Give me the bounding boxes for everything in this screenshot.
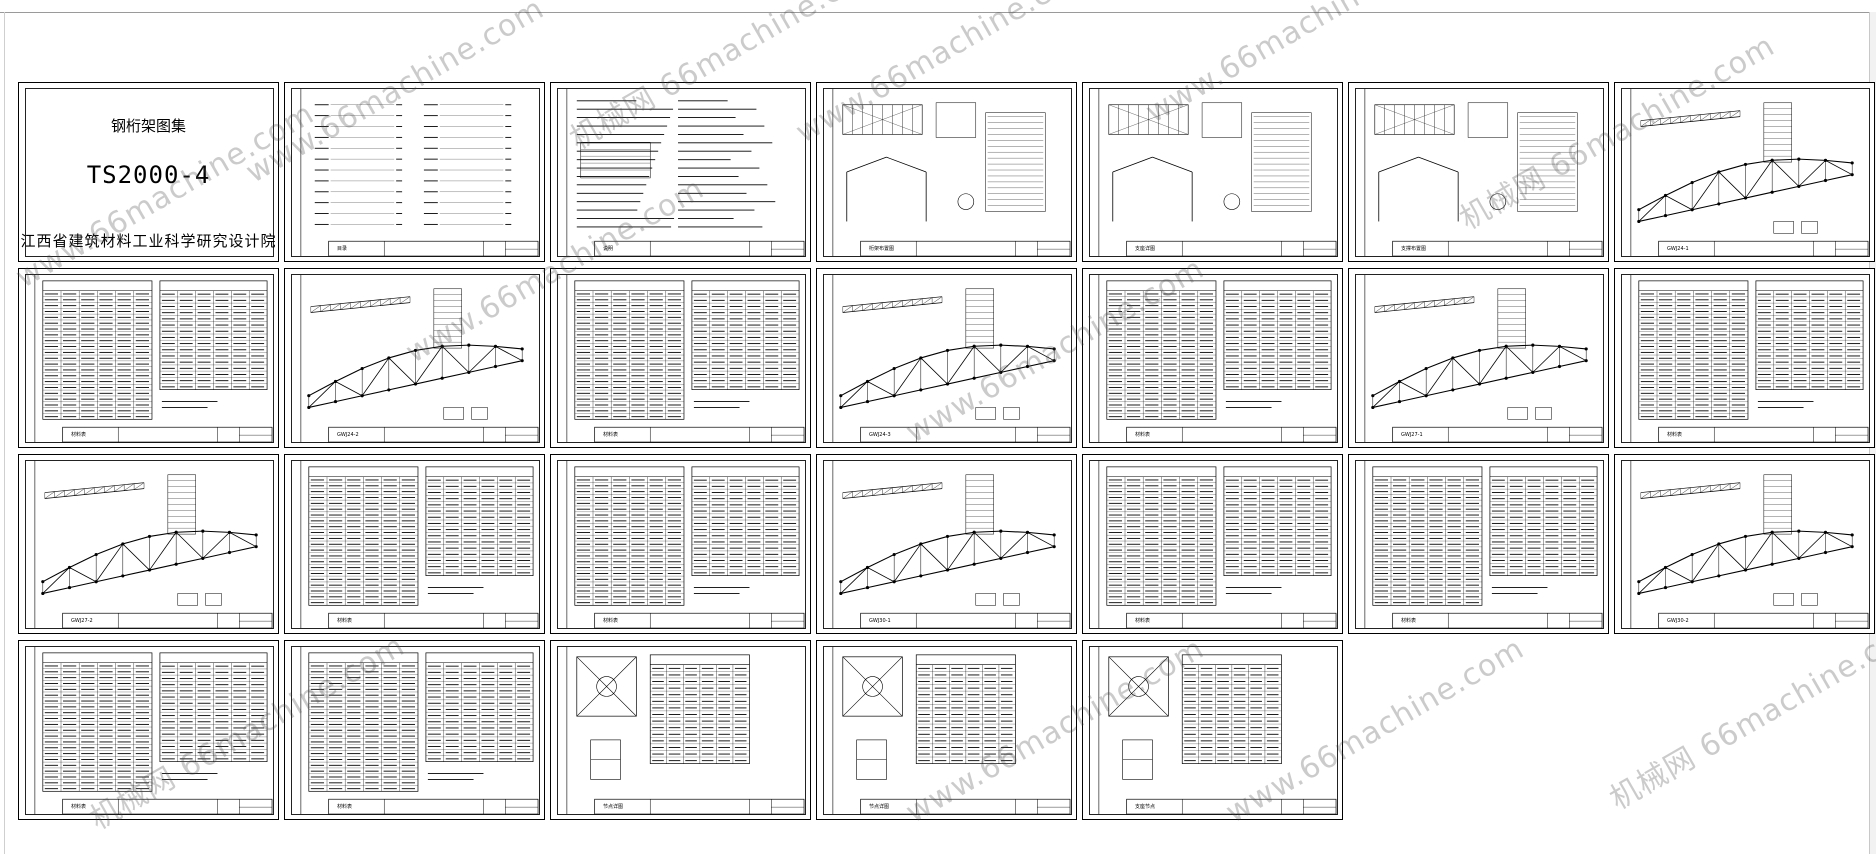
drawing-sheet-21[interactable]: GWJ30-2 [1614, 454, 1875, 634]
sheet-title: 材料表 [603, 618, 619, 624]
sheet-title: 桁架布置图 [869, 246, 895, 252]
sheet-drawing [832, 460, 1071, 629]
sheet-title: GWJ27-1 [1401, 432, 1423, 438]
sheet-title: 材料表 [337, 804, 353, 810]
drawing-sheet-14[interactable]: 材料表 [1614, 268, 1875, 448]
sheet-title: GWJ24-2 [337, 432, 359, 438]
drawing-sheet-25[interactable]: 节点详图 [816, 640, 1077, 820]
drawing-sheet-6[interactable]: 支撑布置图 [1348, 82, 1609, 262]
sheet-title: 材料表 [1401, 618, 1417, 624]
sheet-drawing [566, 460, 805, 629]
sheet-title: 材料表 [603, 432, 619, 438]
sheet-title: 材料表 [71, 432, 87, 438]
drawing-sheet-4[interactable]: 桁架布置图 [816, 82, 1077, 262]
sheet-drawing [300, 274, 539, 443]
sheet-title: 支座节点 [1135, 804, 1156, 810]
sheet-drawing [300, 460, 539, 629]
cover-title: 钢桁架图集 [110, 117, 186, 135]
sheet-drawing [1098, 274, 1337, 443]
drawing-sheet-3[interactable]: 说明 [550, 82, 811, 262]
drawing-sheet-5[interactable]: 支座详图 [1082, 82, 1343, 262]
sheet-drawing [832, 646, 1071, 815]
drawing-sheet-10[interactable]: 材料表 [550, 268, 811, 448]
sheet-drawing [1630, 88, 1869, 257]
sheet-title: GWJ24-3 [869, 432, 891, 438]
sheet-drawing [832, 274, 1071, 443]
sheet-drawing [566, 274, 805, 443]
sheet-title: 材料表 [1135, 618, 1151, 624]
drawing-sheet-23[interactable]: 材料表 [284, 640, 545, 820]
top-toolbar-strip [0, 0, 1876, 13]
sheet-title: 支撑布置图 [1401, 246, 1427, 252]
cover-sheet[interactable]: 钢桁架图集 TS2000-4 江西省建筑材料工业科学研究设计院 [18, 82, 279, 262]
sheet-drawing [566, 646, 805, 815]
left-ruler [0, 12, 5, 854]
sheet-drawing [34, 646, 273, 815]
sheet-drawing [1098, 460, 1337, 629]
sheet-title: 材料表 [1667, 432, 1683, 438]
sheet-title: 节点详图 [869, 804, 890, 810]
sheet-drawing [1364, 88, 1603, 257]
sheet-drawing [1098, 88, 1337, 257]
sheet-title: 说明 [603, 246, 614, 252]
sheet-drawing [1364, 274, 1603, 443]
drawing-sheet-11[interactable]: GWJ24-3 [816, 268, 1077, 448]
drawing-sheet-26[interactable]: 支座节点 [1082, 640, 1343, 820]
drawing-sheet-15[interactable]: GWJ27-2 [18, 454, 279, 634]
sheet-title: 材料表 [337, 618, 353, 624]
sheet-drawing [1364, 460, 1603, 629]
sheet-drawing [1630, 460, 1869, 629]
drawing-sheet-12[interactable]: 材料表 [1082, 268, 1343, 448]
sheet-title: 材料表 [71, 804, 87, 810]
drawing-sheet-24[interactable]: 节点详图 [550, 640, 811, 820]
drawing-sheet-16[interactable]: 材料表 [284, 454, 545, 634]
drawing-sheet-9[interactable]: GWJ24-2 [284, 268, 545, 448]
sheet-drawing [34, 460, 273, 629]
drawing-sheet-18[interactable]: GWJ30-1 [816, 454, 1077, 634]
sheet-drawing [34, 274, 273, 443]
drawing-sheet-7[interactable]: GWJ24-1 [1614, 82, 1875, 262]
sheet-title: 支座详图 [1135, 246, 1156, 252]
sheet-drawing [832, 88, 1071, 257]
sheet-drawing [300, 88, 539, 257]
sheet-title: GWJ30-2 [1667, 618, 1689, 624]
sheet-drawing [566, 88, 805, 257]
cover-organization: 江西省建筑材料工业科学研究设计院 [20, 232, 277, 250]
sheet-title: 节点详图 [603, 804, 624, 810]
sheet-title: GWJ27-2 [71, 618, 93, 624]
sheet-title: GWJ30-1 [869, 618, 891, 624]
sheet-title: 目录 [337, 246, 348, 252]
drawing-canvas[interactable]: 钢桁架图集 TS2000-4 江西省建筑材料工业科学研究设计院 目录 说明 桁架布置… [18, 82, 1875, 820]
drawing-sheet-19[interactable]: 材料表 [1082, 454, 1343, 634]
drawing-sheet-22[interactable]: 材料表 [18, 640, 279, 820]
drawing-sheet-20[interactable]: 材料表 [1348, 454, 1609, 634]
sheet-drawing [1098, 646, 1337, 815]
drawing-sheet-8[interactable]: 材料表 [18, 268, 279, 448]
sheet-drawing [1630, 274, 1869, 443]
drawing-sheet-17[interactable]: 材料表 [550, 454, 811, 634]
drawing-sheet-13[interactable]: GWJ27-1 [1348, 268, 1609, 448]
sheet-title: GWJ24-1 [1667, 246, 1689, 252]
sheet-drawing [300, 646, 539, 815]
sheet-title: 材料表 [1135, 432, 1151, 438]
drawing-sheet-2[interactable]: 目录 [284, 82, 545, 262]
cover-code: TS2000-4 [86, 161, 211, 189]
